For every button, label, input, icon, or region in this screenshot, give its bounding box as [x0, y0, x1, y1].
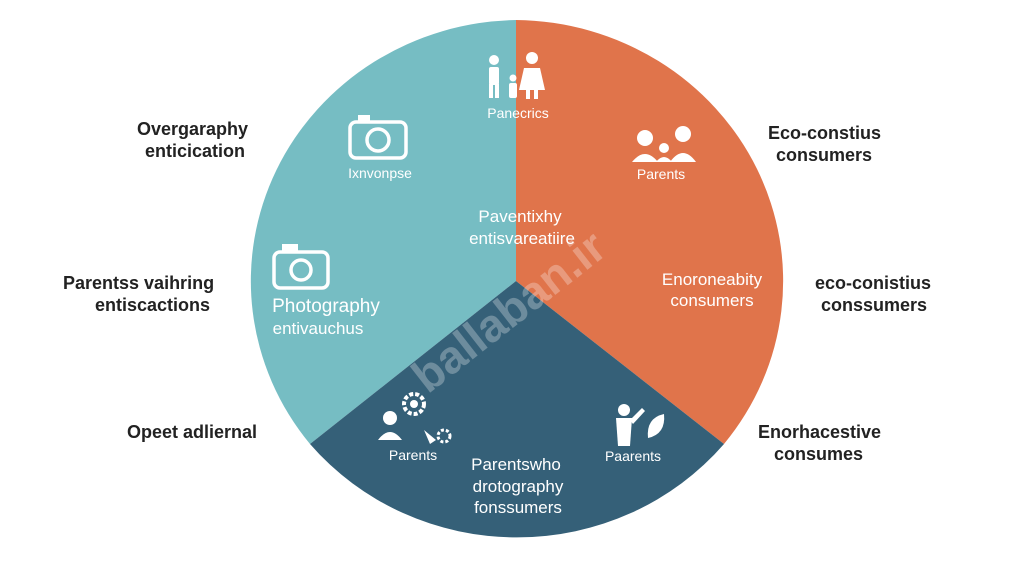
label-top-left-line2: enticication	[145, 141, 246, 161]
label-mid-left-line2: entiscactions	[95, 295, 211, 315]
camera-icon	[348, 115, 408, 160]
label-mid-left-line1: Parentss vaihring	[63, 273, 215, 293]
label-bottom-right-line2: consumes	[774, 444, 864, 464]
label-top-left: Overgaraphy enticication	[137, 118, 248, 162]
parents-label-navy-left: Parents	[389, 447, 437, 463]
label-bottom-right-line1: Enorhacestive	[758, 422, 882, 442]
label-top-right: Eco-constius consumers	[768, 122, 881, 166]
drotography-text: drotography	[473, 477, 564, 496]
segment-orange	[516, 20, 784, 444]
entivauchus-text: entivauchus	[273, 319, 364, 338]
label-top-right-line1: Eco-constius	[768, 123, 882, 143]
parentswho-text: Parentswho	[471, 455, 561, 474]
paarents-label: Paarents	[605, 448, 661, 464]
parents-label-orange: Parents	[637, 166, 685, 182]
label-mid-right: eco-conistius conssumers	[815, 272, 931, 316]
label-mid-right-line1: eco-conistius	[815, 273, 932, 293]
label-mid-right-line2: conssumers	[821, 295, 928, 315]
segment-navy	[310, 281, 724, 538]
segment-teal	[250, 20, 516, 444]
enoroneabity-text: Enoroneabity	[662, 270, 763, 289]
label-mid-left: Parentss vaihring entiscactions	[63, 272, 214, 316]
person-plant-icon	[616, 404, 665, 446]
consumers-text-orange: consumers	[670, 291, 753, 310]
label-bottom-left-line1: Opeet adliernal	[127, 422, 258, 442]
label-top-right-line2: consumers	[776, 145, 873, 165]
camera-icon-2	[272, 244, 330, 290]
panecrics-label: Panecrics	[487, 105, 548, 121]
fonssumers-text: fonssumers	[474, 498, 562, 517]
label-bottom-left: Opeet adliernal	[127, 421, 257, 443]
paventixhy-text: Paventixhy	[478, 207, 562, 226]
label-top-left-line1: Overgaraphy	[137, 119, 249, 139]
photography-text: Photography	[272, 296, 380, 317]
label-bottom-right: Enorhacestive consumes	[758, 421, 881, 465]
person-gears-icon	[378, 392, 452, 444]
ixnvonpse-label: Ixnvonpse	[348, 165, 412, 181]
entisvareatiire-text: entisvareatiire	[469, 229, 575, 248]
parents-couple-icon	[632, 126, 696, 162]
family-icon	[489, 52, 545, 99]
